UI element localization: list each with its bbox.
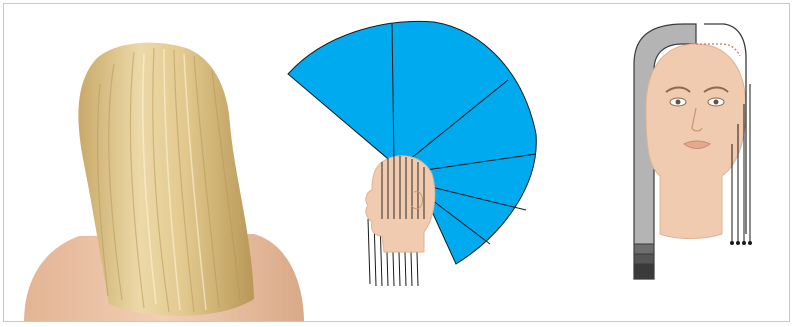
band-block-1 [634, 244, 654, 254]
band-block-2 [634, 254, 654, 264]
hair-back-view-illustration [4, 4, 314, 322]
fan-diagram-svg [274, 4, 574, 322]
face-diagram-svg [604, 4, 789, 322]
illustration-frame [3, 3, 790, 322]
guide-strand-dots [730, 241, 752, 245]
long-blonde-hair-photo [4, 4, 314, 322]
elevation-fan-diagram [274, 4, 574, 322]
face-guide-diagram [604, 4, 789, 322]
band-block-3 [634, 264, 654, 279]
hair-mass [78, 43, 254, 316]
